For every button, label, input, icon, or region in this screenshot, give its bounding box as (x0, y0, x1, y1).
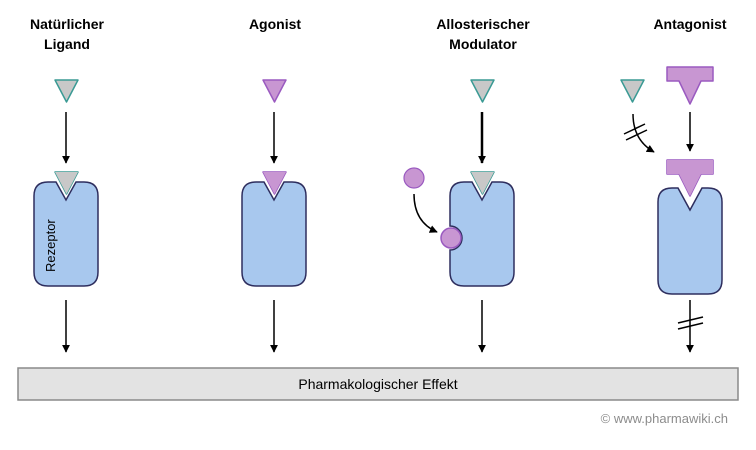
effect-bar: Pharmakologischer Effekt (17, 367, 739, 401)
natural-ligand-triangle (54, 79, 79, 103)
column-agonist (241, 79, 307, 353)
column-natural-ligand: Rezeptor (33, 79, 99, 353)
bound-antagonist (666, 159, 714, 197)
receptor (449, 181, 515, 287)
natural-ligand-triangle (470, 79, 495, 103)
title-allosteric-line2: Modulator (449, 36, 517, 52)
title-natural-ligand-line1: Natürlicher (30, 16, 104, 32)
copyright: © www.pharmawiki.ch (601, 411, 728, 426)
receptor (241, 181, 307, 287)
blocked-arrow-ligand (632, 113, 655, 153)
title-natural-ligand-line2: Ligand (44, 36, 90, 52)
agonist-triangle (262, 79, 287, 103)
bound-natural-ligand (54, 171, 79, 195)
bound-natural-ligand (470, 171, 495, 195)
natural-ligand-triangle (620, 79, 645, 103)
modulator-bound (440, 227, 462, 249)
receptor (657, 187, 723, 295)
modulator-free (403, 167, 425, 189)
antagonist-shape (666, 66, 714, 105)
effect-bar-label: Pharmakologischer Effekt (298, 376, 457, 392)
title-agonist: Agonist (249, 16, 301, 32)
block-mark (677, 322, 704, 330)
arrow-modulator-binding (413, 193, 438, 233)
title-allosteric-line1: Allosterischer (436, 16, 530, 32)
block-mark (623, 123, 646, 135)
bound-agonist (262, 171, 287, 195)
block-mark (677, 316, 704, 324)
effect-bar-box (17, 367, 739, 401)
block-mark (625, 129, 648, 141)
column-allosteric-modulator (403, 79, 515, 353)
receptor (33, 181, 99, 287)
column-antagonist (620, 66, 723, 353)
title-antagonist: Antagonist (653, 16, 726, 32)
receptor-label: Rezeptor (43, 219, 58, 272)
